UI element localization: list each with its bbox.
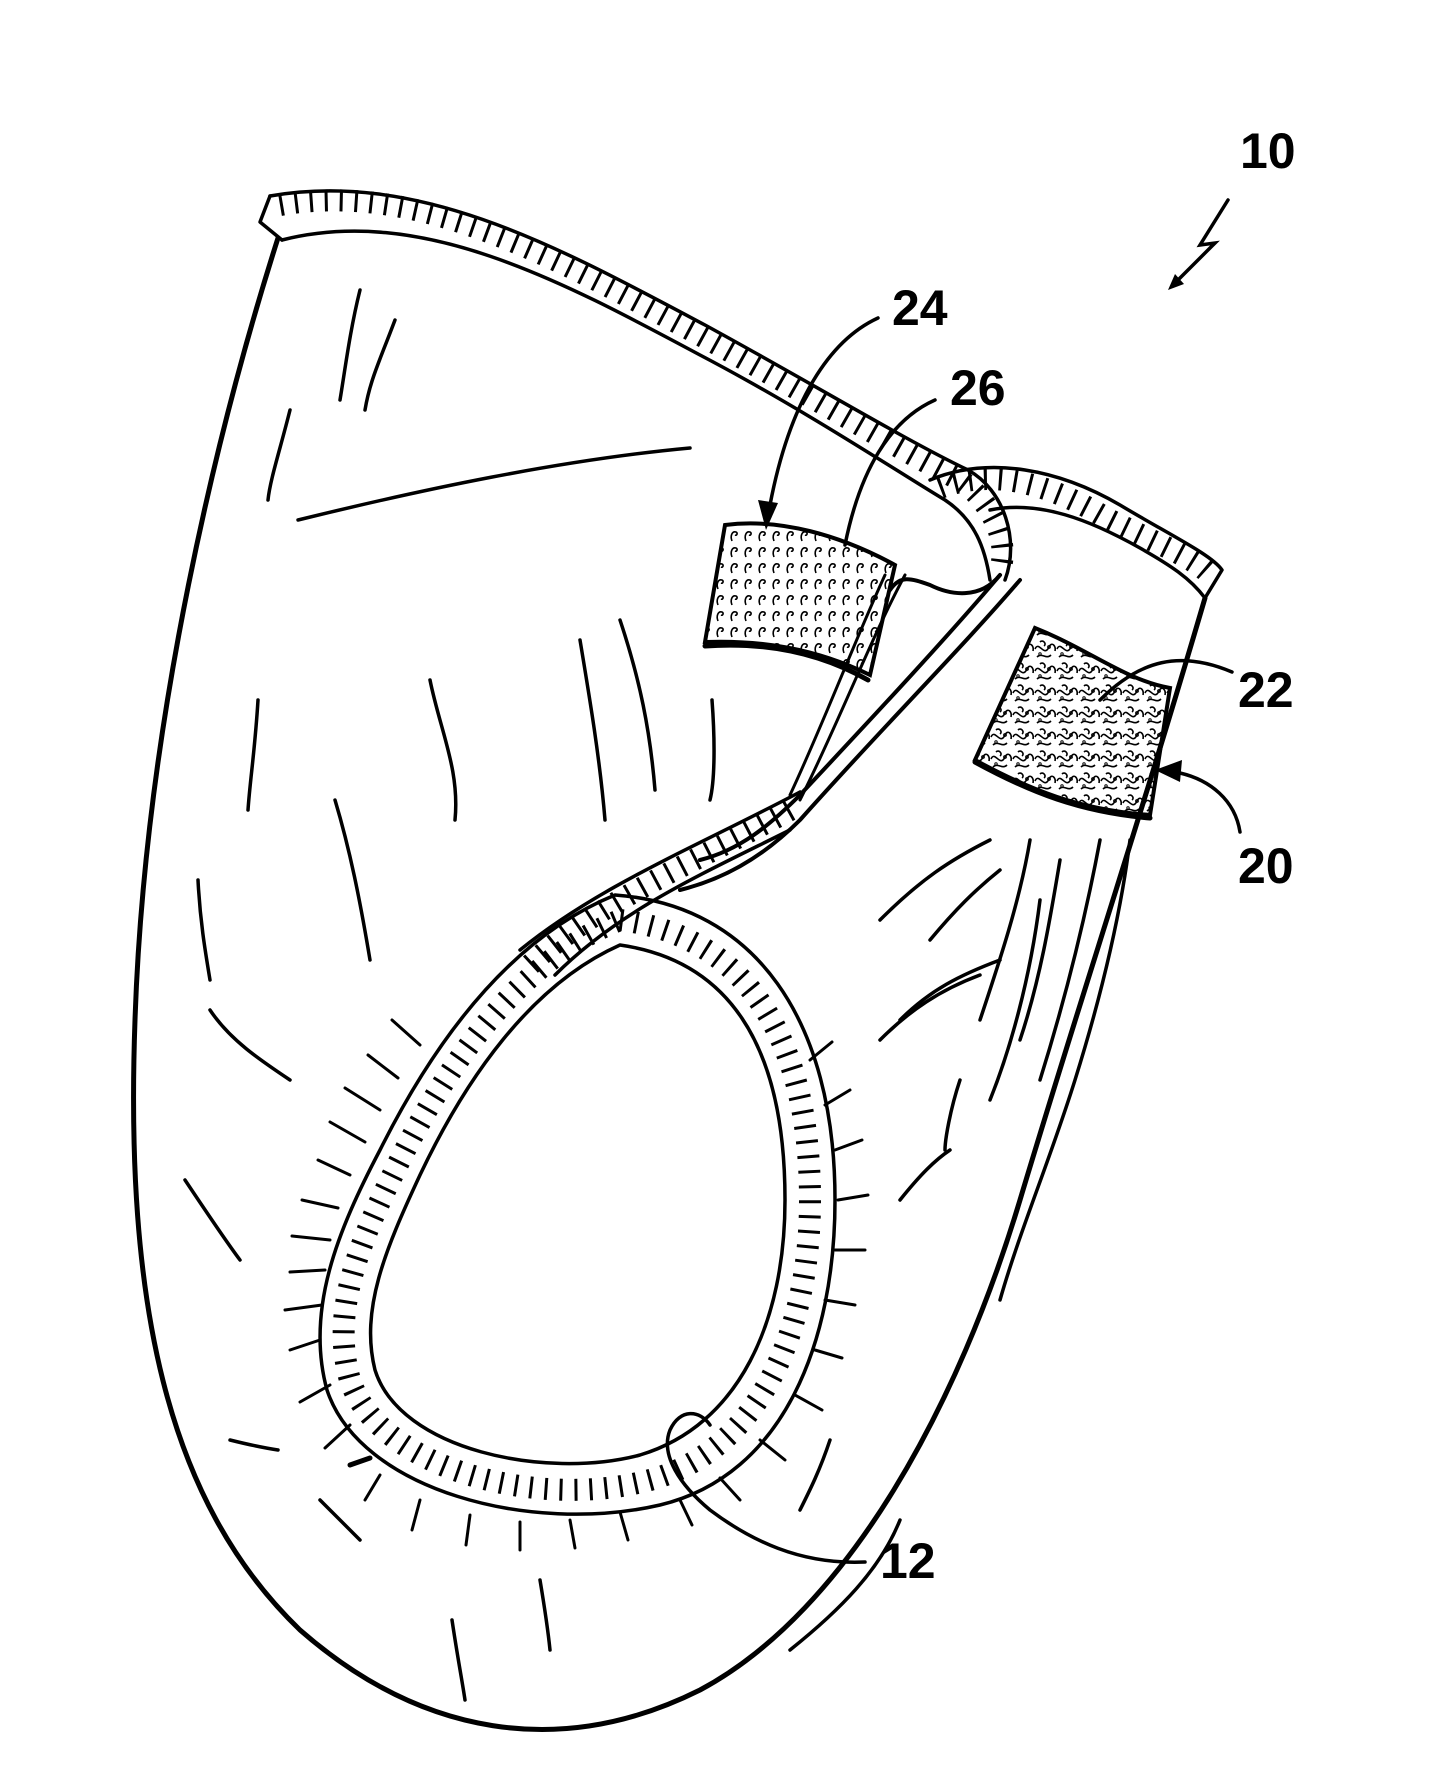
fold-stroke (900, 1150, 950, 1200)
loop-patch-surface (975, 628, 1170, 815)
opening-hem-stitches (344, 920, 810, 1490)
fold-stroke (800, 1440, 830, 1510)
flap-curl (890, 575, 1000, 593)
right-flap-hem-inner (990, 507, 1205, 598)
ref-label-26: 26 (950, 360, 1006, 416)
opening-inner-edge (371, 945, 785, 1464)
ref-20-group: 20 (1155, 760, 1294, 894)
diagonal-hem-stitches (530, 810, 790, 965)
fold-stroke (248, 700, 258, 810)
gather-mark (330, 1122, 365, 1142)
gather-mark (300, 1385, 330, 1402)
bag-left-outline (134, 238, 1205, 1729)
gather-mark (285, 1305, 322, 1310)
fold-stroke (185, 1180, 240, 1260)
fold-stroke (320, 1500, 360, 1540)
ref-label-22: 22 (1238, 662, 1294, 718)
loop-fastener-patch (975, 628, 1170, 818)
gather-mark (345, 1088, 380, 1110)
fold-stroke (930, 870, 1000, 940)
fold-stroke (945, 1080, 960, 1150)
gather-mark (365, 1475, 380, 1500)
fold-stroke (880, 975, 980, 1040)
ref-12-group: 12 (667, 1414, 935, 1589)
gather-mark (760, 1440, 785, 1460)
gather-mark (825, 1090, 850, 1105)
right-flap-hem-stitches (940, 479, 1212, 578)
gather-marks (285, 1020, 868, 1550)
gather-mark (392, 1020, 420, 1045)
fold-stroke (340, 290, 360, 400)
upper-hem-inner-edge (282, 231, 990, 580)
hem-left-end (260, 196, 282, 240)
opening-outer-edge (320, 895, 835, 1514)
gather-mark (302, 1200, 338, 1208)
ref-label-20: 20 (1238, 838, 1294, 894)
hook-fastener-patch (705, 523, 895, 680)
gather-mark (325, 1425, 350, 1448)
gather-mark (815, 1350, 842, 1358)
gather-mark (292, 1236, 330, 1240)
ref-10-group: 10 (1168, 123, 1296, 290)
gather-mark (620, 1512, 628, 1540)
fold-stroke (710, 700, 714, 800)
fold-stroke (580, 640, 605, 820)
gather-mark (318, 1160, 350, 1175)
fold-stroke (335, 800, 370, 960)
bag-body (134, 238, 1205, 1729)
fold-stroke (210, 1010, 290, 1080)
gather-mark (795, 1395, 822, 1410)
fold-stroke (880, 840, 990, 920)
gather-mark (412, 1500, 420, 1530)
gather-mark (835, 1140, 862, 1150)
gather-mark (838, 1195, 868, 1200)
fold-stroke (430, 680, 456, 820)
fold-stroke (452, 1620, 465, 1700)
ref-label-24: 24 (892, 280, 948, 336)
gather-mark (570, 1520, 575, 1548)
fold-stroke (1020, 860, 1060, 1040)
ref-10-leader (1175, 200, 1228, 283)
gather-mark (290, 1340, 320, 1350)
front-opening (320, 895, 835, 1514)
fold-stroke (540, 1580, 550, 1650)
ref-26-leader (845, 400, 935, 545)
fold-stroke (298, 448, 690, 520)
upper-hem-stitches (280, 200, 1003, 570)
gather-mark (466, 1515, 470, 1545)
fold-stroke (620, 620, 655, 790)
fold-stroke (268, 410, 290, 500)
fold-stroke (365, 320, 395, 410)
gather-mark (680, 1500, 692, 1525)
ref-label-12: 12 (880, 1533, 936, 1589)
fold-stroke (230, 1440, 278, 1450)
gather-mark (825, 1300, 855, 1305)
upper-hem (260, 191, 1011, 580)
ref-20-leader (1180, 773, 1240, 832)
gather-mark (290, 1270, 325, 1272)
fold-stroke (198, 880, 210, 980)
upper-hem-outer-edge (270, 191, 1011, 580)
gather-mark (720, 1478, 740, 1500)
ref-label-10: 10 (1240, 123, 1296, 179)
gather-mark (368, 1055, 398, 1078)
gather-mark-bold (350, 1458, 370, 1465)
